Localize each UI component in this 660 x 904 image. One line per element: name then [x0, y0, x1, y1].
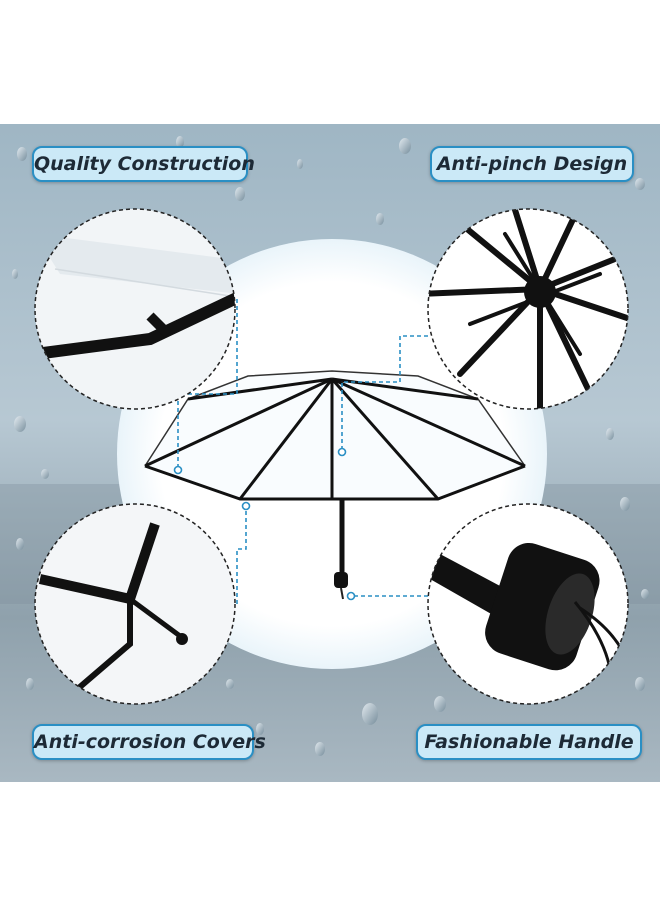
product-image-frame: Quality Construction Anti-pinch Design A…	[0, 124, 660, 782]
feature-label-quality-construction: Quality Construction	[32, 146, 255, 182]
raindrops	[12, 136, 649, 756]
canopy-edge-closeup-icon	[34, 208, 236, 410]
rib-tip-closeup-icon	[34, 503, 236, 705]
feature-label-fashionable-handle: Fashionable Handle	[416, 724, 642, 760]
rib-hub-closeup-icon	[427, 208, 629, 410]
connectors	[177, 299, 428, 604]
handle-closeup-icon	[427, 503, 629, 705]
feature-label-anti-corrosion-covers: Anti-corrosion Covers	[32, 724, 266, 760]
umbrella-icon	[144, 370, 526, 600]
feature-label-anti-pinch-design: Anti-pinch Design	[430, 146, 634, 182]
